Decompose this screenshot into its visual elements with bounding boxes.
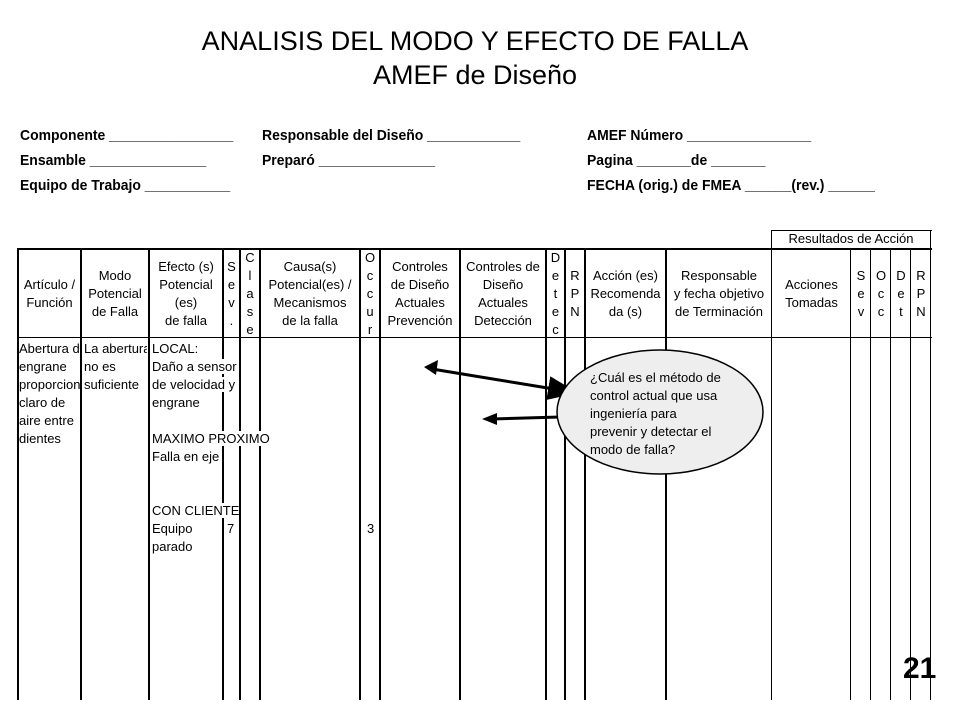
column-header: Responsable y fecha objetivo de Terminac… (673, 267, 765, 319)
column-header: O c c (875, 267, 887, 319)
column-header: S e v . (227, 258, 236, 328)
arrow-prevencion (431, 367, 578, 400)
column-header: R P N (570, 267, 580, 319)
column-divider (17, 248, 19, 700)
column-header: Efecto (s) Potencial (es) de falla (158, 258, 214, 328)
column-divider (890, 248, 891, 700)
page-number: 21 (903, 652, 937, 685)
column-header: Controles de Diseño Actuales Detección (466, 258, 540, 328)
arrowhead-icon (482, 413, 497, 425)
column-header: Acción (es) Recomenda da (s) (590, 267, 661, 319)
form-fecha: FECHA (orig.) de FMEA ______(rev.) _____… (587, 177, 875, 194)
column-divider (239, 248, 241, 700)
column-header: S e v (856, 267, 866, 319)
cell-occur: 3 (367, 521, 375, 536)
column-header: D e t (896, 267, 906, 319)
column-header: O c c u r (364, 249, 376, 337)
form-equipo: Equipo de Trabajo ___________ (20, 177, 231, 194)
column-divider (870, 248, 871, 700)
divider (771, 230, 772, 249)
form-componente: Componente ________________ (20, 127, 234, 144)
column-divider (850, 248, 851, 700)
column-divider (771, 248, 772, 700)
column-divider (910, 248, 911, 700)
cell-modo: La abertura no es suficiente (84, 340, 147, 394)
arrow-deteccion (491, 415, 561, 421)
column-divider (148, 248, 150, 700)
column-header: C l a s e (245, 249, 255, 337)
column-divider (584, 248, 586, 700)
divider (17, 248, 932, 250)
column-header: Artículo / Función (23, 276, 76, 310)
column-divider (564, 248, 566, 700)
column-divider (80, 248, 82, 700)
form-ensamble: Ensamble _______________ (20, 152, 207, 169)
column-header: R P N (916, 267, 926, 319)
cell-articulo: Abertura de engrane proporciona claro de… (19, 340, 80, 448)
divider (17, 337, 932, 338)
column-header: Causa(s) Potencial(es) / Mecanismos de l… (268, 258, 352, 328)
column-divider (259, 248, 261, 700)
callout-bubble (556, 349, 764, 475)
results-group-header: Resultados de Acción (788, 231, 914, 246)
column-divider (222, 248, 224, 700)
divider (930, 230, 931, 249)
divider (771, 230, 932, 231)
column-header: Modo Potencial de Falla (88, 267, 142, 319)
column-header: Controles de Diseño Actuales Prevención (387, 258, 453, 328)
column-divider (379, 248, 381, 700)
column-divider (359, 248, 361, 700)
title-line-2: AMEF de Diseño (372, 60, 578, 90)
column-divider (459, 248, 461, 700)
column-divider (545, 248, 547, 700)
form-preparo: Preparó _______________ (262, 152, 435, 169)
arrowhead-icon (424, 360, 438, 375)
form-responsable: Responsable del Diseño ____________ (262, 127, 521, 144)
column-header: D e t e c (550, 249, 561, 337)
form-amef-numero: AMEF Número ________________ (587, 127, 812, 144)
column-divider (930, 248, 931, 700)
callout-text: ¿Cuál es el método de control actual que… (590, 370, 721, 457)
cell-sev: 7 (227, 521, 235, 536)
cell-efecto: LOCAL: Daño a sensor de velocidad y engr… (152, 340, 270, 556)
form-pagina: Pagina _______de _______ (587, 152, 766, 169)
title-line-1: ANALISIS DEL MODO Y EFECTO DE FALLA (201, 26, 749, 56)
column-header: Acciones Tomadas (785, 276, 838, 310)
